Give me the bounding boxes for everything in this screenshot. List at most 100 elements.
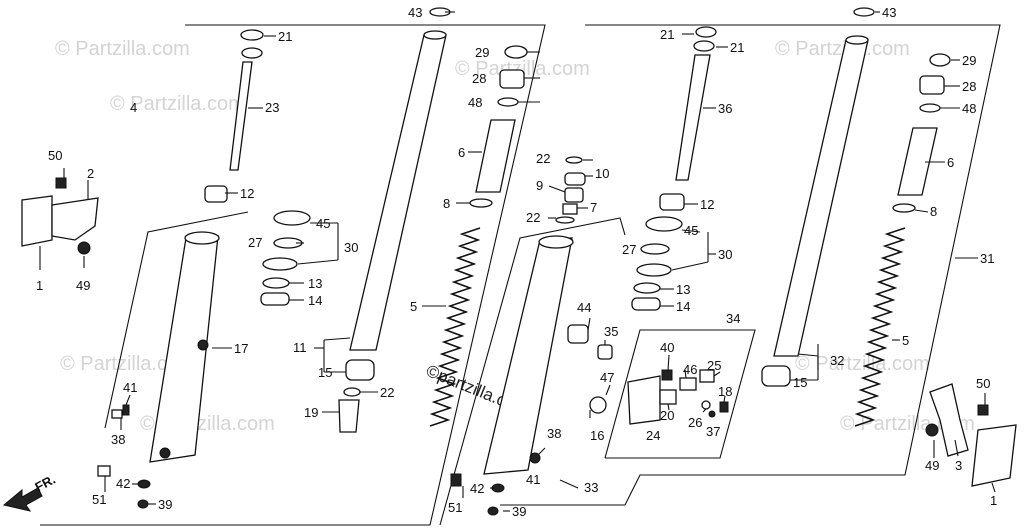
clip-27-right [640,243,670,255]
washer-22-upper [565,156,583,164]
bushing-15-right [761,365,791,387]
bolt-28-right [919,75,945,95]
seal-21 [240,29,264,41]
washer-22 [343,387,361,397]
callout-50: 50 [976,376,990,391]
screw-18 [719,401,729,413]
oil-seal-45 [273,210,311,226]
callout-15: 15 [318,365,332,380]
arrow-icon [2,487,43,512]
o-ring-48-right [919,103,941,113]
seat-8 [469,198,493,208]
group-frames [40,24,1001,526]
seat-7 [562,203,578,215]
callout-22: 22 [380,385,394,400]
cap-29-right [929,53,951,67]
callout-17: 17 [234,341,248,356]
callout-15: 15 [793,375,807,390]
callout-23: 23 [265,100,279,115]
callout-10: 10 [595,166,609,181]
fork-pipe-32-top [845,35,869,45]
left-frame [40,24,546,526]
reflector-1 [21,195,53,247]
callout-27: 27 [248,235,262,250]
callout-21: 21 [660,27,674,42]
spring-46 [679,377,697,391]
callout-30: 30 [718,247,732,262]
right-frame [500,24,1001,506]
callout-1: 1 [36,278,43,293]
callout-45: 45 [316,216,330,231]
o-ring-26 [701,400,711,410]
callout-28: 28 [472,71,486,86]
right-group-parts [631,7,951,427]
bottom-case-33-top [538,235,574,249]
callout-49: 49 [76,278,90,293]
callout-6: 6 [458,145,465,160]
callout-35: 35 [604,324,618,339]
watermark: © Partzilla.com [110,93,245,115]
callout-43: 43 [408,5,422,20]
callout-42: 42 [470,481,484,496]
callout-31: 31 [980,251,994,266]
nut-49-right [925,423,939,437]
callout-42: 42 [116,476,130,491]
watermark: © Partzilla.com [55,38,190,60]
callout-13: 13 [676,282,690,297]
bolt-41-mid [529,452,541,464]
bolt-39-mid [487,506,499,516]
bushing-14-right [631,297,661,311]
callout-6: 6 [947,155,954,170]
backup-ring-30 [262,257,298,271]
spring-37 [708,410,716,418]
bolt-51 [97,465,111,477]
washer-22-lower [555,216,575,224]
bolt-51-mid [450,473,462,487]
callout-44: 44 [577,300,591,315]
middle-group-parts [450,156,729,516]
callout-30: 30 [344,240,358,255]
watermark: © Partzilla.com [775,38,910,60]
callout-37: 37 [706,424,720,439]
lock-piece-19 [338,399,360,433]
callout-28: 28 [962,79,976,94]
callout-7: 7 [590,200,597,215]
callout-45: 45 [684,223,698,238]
callout-3: 3 [955,458,962,473]
bolt-40 [661,369,673,381]
valve-9 [564,187,584,203]
oil-seal-45-right [645,216,683,232]
fork-spring-5-right [854,227,906,427]
spacer-6 [475,119,516,193]
ring-21-right [693,40,715,52]
leader-lines [39,11,996,512]
callout-14: 14 [676,299,690,314]
callout-8: 8 [930,204,937,219]
left-group-parts [97,7,528,509]
callout-38: 38 [547,426,561,441]
callout-29: 29 [475,45,489,60]
ring-21 [241,47,263,59]
o-ring-47 [589,396,607,414]
callout-51: 51 [448,500,462,515]
bolt-50-right [977,404,989,416]
washer-38 [111,409,123,419]
bottom-case-top [184,231,220,245]
callout-25: 25 [707,358,721,373]
callout-16: 16 [590,428,604,443]
nut-49 [77,241,91,255]
valve-10 [564,172,586,186]
callout-5: 5 [410,299,417,314]
callout-13: 13 [308,276,322,291]
case-boss [197,339,209,351]
callout-39: 39 [512,504,526,519]
o-ring-48 [497,97,519,107]
ring-13 [262,277,290,289]
callout-4: 4 [130,100,137,115]
callout-12: 12 [700,197,714,212]
callout-21: 21 [730,40,744,55]
callout-8: 8 [443,196,450,211]
callout-11: 11 [293,340,307,355]
callout-26: 26 [688,415,702,430]
fork-pipe-top [423,30,447,40]
